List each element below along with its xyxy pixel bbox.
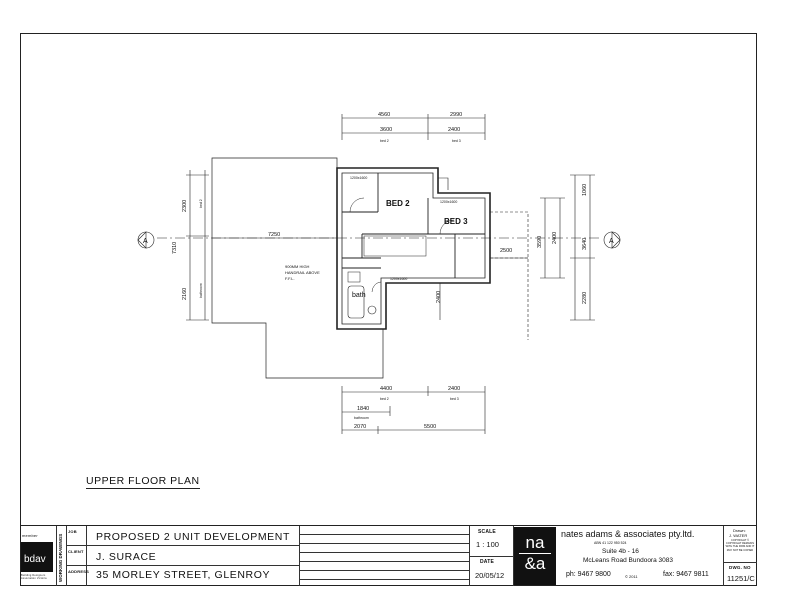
drawn-label: Drawn: <box>733 528 746 533</box>
dim-middle: 7250 <box>268 232 280 238</box>
vanity <box>347 271 361 283</box>
firm-monogram: na &a <box>514 527 556 585</box>
dim-bottom-label-b: bed 3 <box>450 397 459 401</box>
handrail-note-2: HANDRAIL ABOVE <box>285 270 320 275</box>
dim-right-1: 1060 <box>582 184 588 196</box>
dim-inner: 2400 <box>436 291 442 303</box>
date-label: DATE <box>480 559 495 565</box>
window-label: 1200x1600 <box>440 200 457 204</box>
dim-top-1a: 4560 <box>378 112 390 118</box>
bdav-logo-cell: member bdav Building Designers Associati… <box>20 526 56 586</box>
address-label: ADDRESS <box>68 569 89 574</box>
firm-fax: fax: 9467 9811 <box>663 571 709 578</box>
monogram-bottom: &a <box>519 553 551 574</box>
dim-right-2: 3590 <box>537 236 543 248</box>
monogram-top: na <box>525 533 545 552</box>
dim-bottom-3a: 2070 <box>354 424 366 430</box>
toilet <box>367 305 377 315</box>
dim-left-1: 2300 <box>182 200 188 212</box>
window-label: 1200x1600 <box>390 277 407 281</box>
dim-left-2: 7310 <box>172 242 178 254</box>
dim-bottom-3b: 5500 <box>424 424 436 430</box>
dim-bottom-label-a: bed 2 <box>380 397 389 401</box>
room-label-bed3: BED 3 <box>444 217 468 226</box>
dim-top-label-b: bed 3 <box>452 139 461 143</box>
section-marker-right: A <box>609 238 614 245</box>
dimension-lines <box>186 114 595 434</box>
bdav-logo: bdav <box>21 542 53 572</box>
firm-copyright: © 2011 <box>625 574 638 579</box>
dim-bottom-2: 1840 <box>357 406 369 412</box>
bath-tub <box>347 285 365 319</box>
date-value: 20/05/12 <box>475 571 505 580</box>
interior-walls <box>342 173 485 278</box>
dwg-no-value: 11251/C <box>727 574 755 583</box>
ground-floor-edge <box>490 211 529 340</box>
address-value: 35 MORLEY STREET, GLENROY <box>96 569 271 581</box>
dim-top-2b: 2400 <box>448 127 460 133</box>
drawn-value: J. WATER <box>729 533 748 538</box>
client-label: CLIENT <box>68 549 84 554</box>
logo-sub: Building Designers Association Victoria <box>21 574 47 580</box>
job-value: PROPOSED 2 UNIT DEVELOPMENT <box>96 531 290 543</box>
dim-top-1b: 2990 <box>450 112 462 118</box>
dim-left-3: 2160 <box>182 288 188 300</box>
room-label-bath: bath <box>352 292 366 299</box>
door-swing <box>439 219 455 235</box>
job-label: JOB <box>68 529 77 534</box>
working-drawings-label: WORKING DRAWINGS <box>58 533 63 582</box>
door-swing <box>349 197 365 213</box>
window-label: 1200x1600 <box>350 176 367 180</box>
scale-label: SCALE <box>478 529 496 535</box>
door-swing <box>371 281 382 293</box>
dim-left-label-2: bathroom <box>199 283 203 298</box>
copyright-note: COPYRIGHT © COPYRIGHT REMAINS WITH THE F… <box>725 539 755 552</box>
firm-phone: ph: 9467 9800 <box>566 571 611 578</box>
logo-text: bdav <box>24 554 46 565</box>
firm-name: nates adams & associates pty.ltd. <box>561 529 695 539</box>
handrail-note-3: F.F.L. <box>285 276 295 281</box>
handrail-note-1: 900MM HIGH <box>285 264 310 269</box>
logo-prefix: member <box>22 533 38 538</box>
dim-top-label-a: bed 2 <box>380 139 389 143</box>
client-value: J. SURACE <box>96 551 157 563</box>
firm-street: McLeans Road Bundoora 3083 <box>583 557 673 564</box>
firm-suite: Suite 4b - 16 <box>602 548 639 555</box>
stairs <box>363 235 427 257</box>
plan-title: UPPER FLOOR PLAN <box>86 475 200 489</box>
section-marker-left: A <box>143 238 148 245</box>
dim-right-3: 3640 <box>582 238 588 250</box>
dim-right-4: 2400 <box>552 232 558 244</box>
drawing-sheet <box>20 33 757 586</box>
dim-bottom-1b: 2400 <box>448 386 460 392</box>
upper-floor-walls <box>336 167 491 330</box>
dim-top-2a: 3600 <box>380 127 392 133</box>
firm-abn: ABN 41 122 950 524 <box>594 541 627 545</box>
title-block: member bdav Building Designers Associati… <box>20 525 757 586</box>
room-label-bed2: BED 2 <box>386 199 410 208</box>
dim-bottom-2-label: bathroom <box>354 416 369 420</box>
dim-bottom-1a: 4400 <box>380 386 392 392</box>
dim-right-mid: 2500 <box>500 248 512 254</box>
dim-left-label-1: bed 2 <box>199 199 203 208</box>
dwg-no-label: DWG. NO <box>729 565 751 570</box>
scale-value: 1 : 100 <box>476 540 499 549</box>
dim-right-5: 2280 <box>582 292 588 304</box>
